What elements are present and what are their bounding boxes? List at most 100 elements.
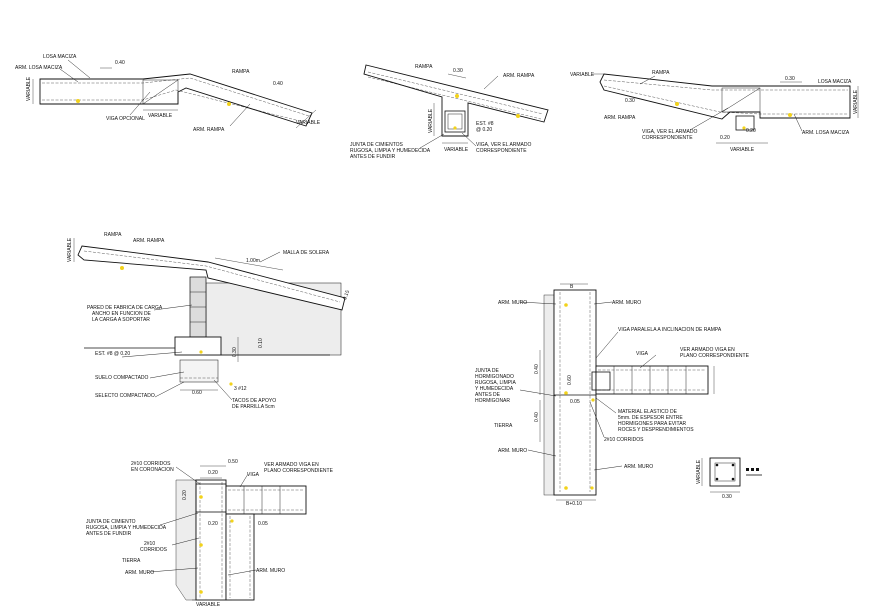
leader-suelo <box>149 371 185 379</box>
marker <box>199 590 203 594</box>
label-viga: CORRESPONDIENTE <box>642 135 693 141</box>
label-arm-muro: ARM. MURO <box>125 570 154 576</box>
leader-viga <box>689 107 729 131</box>
label-variable: VARIABLE <box>570 72 595 78</box>
leader-viga <box>129 91 151 116</box>
ramp-reinforcement <box>367 71 544 115</box>
label-dim: 0.40 <box>534 412 540 422</box>
rebar <box>731 463 735 467</box>
beam-diagonal <box>142 79 179 105</box>
leader-arm-muro <box>593 465 623 471</box>
label-corridos: 2#10 CORRIDOS <box>604 437 644 443</box>
label-dim: 0.15 <box>342 289 351 300</box>
label-ver-armado: PLANO CORRESPONDIENTE <box>264 468 334 474</box>
ramp-reinforcement <box>83 250 341 303</box>
leader-arm-muro <box>519 301 557 305</box>
marker <box>455 94 459 98</box>
label-losa-maciza: LOSA MACIZA <box>43 54 77 60</box>
label-junta: Y HUMEDECIDA <box>475 386 514 392</box>
label-viga: VIGA <box>247 472 260 478</box>
label-ver-armado: VER ARMADO VIGA EN <box>680 347 735 353</box>
leader-selecto <box>154 381 185 398</box>
label-est: EST. #8 @ 0.20 <box>95 351 130 357</box>
label-rampa: RAMPA <box>652 70 670 76</box>
label-variable: VARIABLE <box>148 113 173 119</box>
label-dim: 0.20 <box>208 521 218 527</box>
label-viga: VIGA, VER EL ARMADO <box>642 129 697 135</box>
label-junta: HORMIGONAR <box>475 398 510 404</box>
inclined-beam <box>595 365 709 395</box>
label-dim: 0.30 <box>722 494 732 500</box>
detail-wall-crown-beam: 2#10 CORRIDOS EN CORONACION 0.50 0.20 VI… <box>86 459 334 608</box>
detail-wall-beam-junction: B ARM. MURO ARM. MURO VIGA PARALELA A IN… <box>475 283 750 507</box>
label-variable: VARIABLE <box>730 147 755 153</box>
label-junta: ANTES DE FUNDIR <box>350 154 396 160</box>
ramp-reinforcement-bottom <box>367 76 542 120</box>
leader-corridos <box>175 466 201 485</box>
beam <box>721 87 761 113</box>
label-variable: VARIABLE <box>444 147 469 153</box>
label-dim: 0.40 <box>273 81 283 87</box>
label-variable: VARIABLE <box>26 76 32 101</box>
label-arm-rampa: ARM. RAMPA <box>604 115 636 121</box>
legend-mark <box>751 468 754 471</box>
beam-section <box>591 371 611 391</box>
label-losa-maciza: LOSA MACIZA <box>818 79 852 85</box>
slab-reinforcement <box>42 77 310 117</box>
label-dim: 0.10 <box>258 338 264 348</box>
label-viga-paralela: VIGA PARALELA A INCLINACION DE RAMPA <box>618 327 722 333</box>
leader-arm-muro <box>227 569 257 576</box>
label-ver-armado: PLANO CORRESPONDIENTE <box>680 353 750 359</box>
label-est: EST. #8 <box>476 121 494 127</box>
label-junta: ANTES DE FUNDIR <box>86 531 132 537</box>
label-material: 5mm. DE ESPESOR ENTRE <box>618 415 683 421</box>
label-rampa: RAMPA <box>104 232 122 238</box>
marker <box>453 126 457 130</box>
marker <box>230 519 234 523</box>
leader-pared <box>153 304 193 311</box>
label-dim: 0.40 <box>534 364 540 374</box>
ramp-reinforcement <box>603 79 848 91</box>
label-bar: 3 #12 <box>234 386 247 392</box>
rebar <box>715 463 719 467</box>
label-viga-opcional: VIGA OPCIONAL <box>106 116 145 122</box>
marker <box>227 102 231 106</box>
marker <box>591 398 595 402</box>
slab-concrete <box>39 73 313 127</box>
label-junta: HORMIGONADO <box>475 374 514 380</box>
label-junta: RUGOSA, LIMPIA Y HUMEDECIDA <box>350 148 431 154</box>
leader-rampa <box>639 75 656 85</box>
leader-arm-losa <box>59 68 79 83</box>
label-dim: 0.40 <box>115 60 125 66</box>
label-corridos: 2#10 CORRIDOS <box>131 461 171 467</box>
label-material: HORMIGONES PARA EVITAR <box>618 421 687 427</box>
label-junta: JUNTA DE CIMIENTO <box>86 519 136 525</box>
marker <box>788 113 792 117</box>
legend-mark <box>746 468 749 471</box>
leader-est <box>121 351 183 358</box>
footing <box>174 336 222 356</box>
rebar <box>731 477 735 481</box>
leader-junta <box>419 133 445 149</box>
leader-tacos <box>213 379 233 401</box>
ramp-concrete <box>363 64 549 137</box>
label-est-spacing: @ 0.20 <box>476 127 492 133</box>
label-junta: JUNTA DE <box>475 368 499 374</box>
dim-variable-right <box>295 109 317 129</box>
label-corridos: EN CORONACION <box>131 467 174 473</box>
label-variable: VARIABLE <box>296 120 321 126</box>
label-dim: 0.20 <box>208 470 218 476</box>
marker <box>120 266 124 270</box>
label-dim: 0.30 <box>453 68 463 74</box>
detail-ramp-on-wall: RAMPA ARM. RAMPA VARIABLE 1.00m MALLA DE… <box>67 232 351 410</box>
marker <box>675 102 679 106</box>
label-dim: 0.05 <box>570 399 580 405</box>
label-b: B <box>570 284 574 290</box>
beam-stirrup <box>714 462 736 482</box>
marker <box>564 486 568 490</box>
ramp-reinforcement-bottom <box>603 85 848 115</box>
beam-diagonal <box>721 87 761 113</box>
label-arm-muro: ARM. MURO <box>624 464 653 470</box>
leader-viga <box>461 132 477 147</box>
